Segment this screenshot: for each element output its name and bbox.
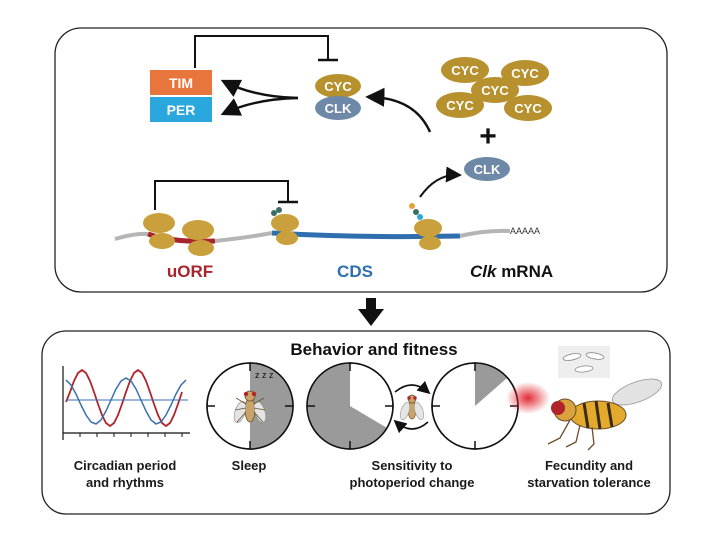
cyc-pool-oval (471, 77, 519, 103)
caption-sleep: Sleep (232, 458, 267, 473)
mrna-strand-5prime (114, 231, 149, 241)
cyc-pool-oval (501, 60, 549, 86)
photoperiod-clock-left (306, 362, 394, 450)
assembly-arrow (365, 87, 432, 133)
mrna-strand-3prime (459, 228, 511, 238)
feedback-inhibition-line (194, 35, 329, 68)
tim-box (150, 70, 212, 95)
sleep-z-text: z z z (255, 370, 274, 380)
cyc-complex-oval (315, 74, 361, 98)
clk-gene-italic: Clk (470, 262, 498, 281)
cyc-pool-label: CYC (514, 101, 542, 116)
caption-photoperiod-line1: Sensitivity to (372, 458, 453, 473)
cyc-pool-label: CYC (451, 63, 479, 78)
clk-free-label: CLK (474, 162, 501, 177)
mrna-linker (214, 231, 273, 243)
uorf-inhibition-line (154, 180, 289, 210)
cycle-arrow-top (394, 380, 431, 395)
per-label: PER (167, 102, 196, 118)
short-night-sector (475, 363, 507, 406)
polya-tail: AAAAA (510, 226, 540, 236)
per-box (150, 97, 212, 122)
clk-complex-oval (315, 96, 361, 120)
rhythm-wave-blue (65, 377, 187, 425)
clk-mrna-label: Clk mRNA (470, 262, 553, 281)
clk-free-oval (464, 157, 510, 181)
cyc-complex-label: CYC (324, 79, 352, 94)
translation-arrow (419, 166, 462, 198)
red-light-glow (506, 382, 550, 414)
ribosome-cds-end (409, 203, 442, 250)
caption-photoperiod-line2: photoperiod change (350, 475, 475, 490)
sleep-night-sector (250, 363, 293, 449)
eggs-icon (558, 346, 610, 378)
cyc-pool-label: CYC (446, 98, 474, 113)
fly-side-icon (547, 378, 663, 451)
uorf-label: uORF (167, 262, 213, 281)
cds-label: CDS (337, 262, 373, 281)
rhythm-wave-red (65, 368, 183, 428)
cyc-pool: CYC CYC CYC CYC CYC (436, 57, 552, 121)
fly-icon (233, 390, 267, 423)
long-night-sector (307, 363, 387, 449)
tim-label: TIM (169, 75, 193, 91)
bottom-panel-title: Behavior and fitness (290, 340, 457, 359)
ribosome-uorf-2 (182, 220, 214, 256)
fly-icon (400, 394, 424, 420)
circadian-graph (62, 366, 190, 440)
top-panel-frame (54, 27, 668, 293)
photoperiod-clock-right (431, 362, 519, 450)
cyc-pool-oval (441, 57, 489, 83)
caption-fecundity-line1: Fecundity and (545, 458, 633, 473)
cyc-pool-oval (436, 92, 484, 118)
clk-complex-label: CLK (325, 101, 352, 116)
mrna-word: mRNA (496, 262, 553, 281)
plus-sign: + (479, 120, 497, 153)
cyc-pool-oval (504, 95, 552, 121)
ribosome-uorf-1 (143, 213, 175, 249)
x-axis-ticks (79, 433, 183, 437)
transcription-arrow-per (220, 96, 299, 116)
caption-fecundity-line2: starvation tolerance (527, 475, 651, 490)
caption-circadian-line2: and rhythms (86, 475, 164, 490)
sleep-clock: z z z (206, 362, 294, 450)
ribosome-cds-start (271, 207, 299, 245)
down-arrow-icon (358, 298, 384, 326)
cyc-pool-label: CYC (481, 83, 509, 98)
cycle-arrow-bottom (393, 419, 429, 434)
caption-circadian-line1: Circadian period (74, 458, 177, 473)
cyc-pool-label: CYC (511, 66, 539, 81)
